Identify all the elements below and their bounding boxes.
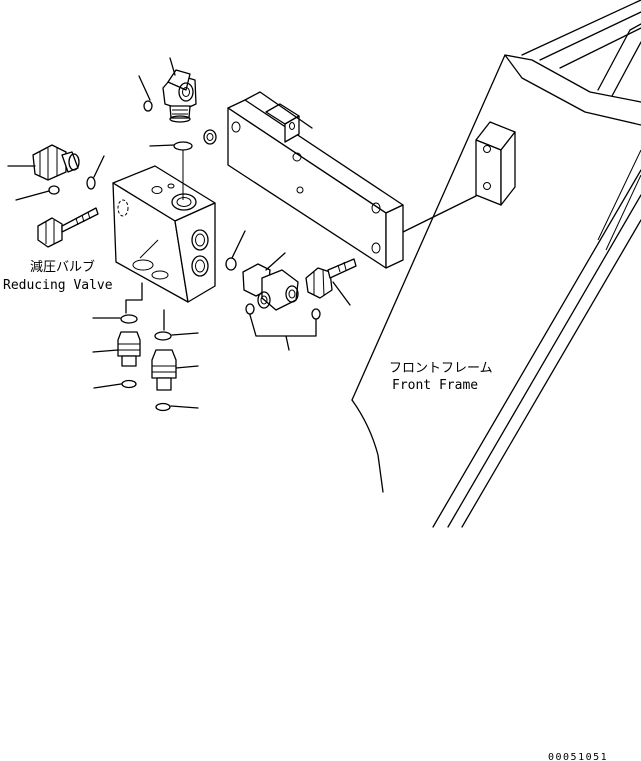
mounting-plate bbox=[227, 91, 477, 269]
lower-fittings bbox=[92, 282, 199, 412]
straight-connector-left bbox=[7, 144, 105, 201]
bolt-left bbox=[37, 207, 99, 248]
front-frame bbox=[351, 0, 641, 528]
bolt-right bbox=[305, 258, 357, 306]
reducing-valve-label-jp: 減圧バルブ bbox=[30, 259, 95, 275]
reducing-valve-label-en: Reducing Valve bbox=[3, 278, 113, 293]
o-ring-and-washer bbox=[149, 129, 217, 200]
mounting-bracket-block bbox=[475, 121, 516, 206]
reducing-valve-body bbox=[112, 165, 216, 303]
front-frame-label-en: Front Frame bbox=[392, 378, 478, 393]
drawing-number: 00051051 bbox=[548, 752, 608, 761]
elbow-fitting-top bbox=[138, 57, 197, 123]
tee-fitting-right bbox=[225, 230, 321, 351]
front-frame-label-jp: フロントフレーム bbox=[389, 361, 493, 376]
